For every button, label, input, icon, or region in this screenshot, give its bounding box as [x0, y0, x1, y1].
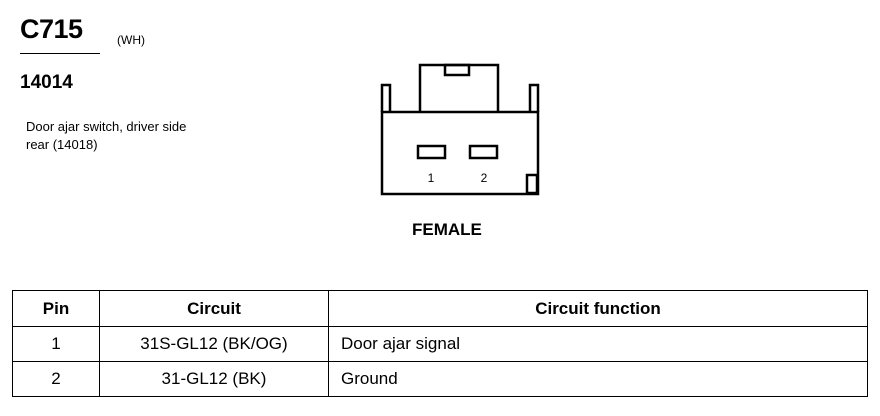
connector-color: (WH)	[117, 33, 145, 47]
header-pin: Pin	[12, 290, 100, 327]
polarization-key	[525, 173, 539, 195]
function-cell: Ground	[328, 361, 868, 397]
table-row: 2 31-GL12 (BK) Ground	[12, 361, 868, 397]
right-guide-rail	[528, 83, 540, 112]
function-cell: Door ajar signal	[328, 326, 868, 362]
table-header-row: Pin Circuit Circuit function	[12, 290, 868, 327]
description-line-1: Door ajar switch, driver side	[26, 119, 187, 134]
pin-table: Pin Circuit Circuit function 1 31S-GL12 …	[12, 290, 868, 397]
left-guide-rail	[380, 83, 392, 112]
connector-id: C715	[20, 14, 83, 44]
connector-face-diagram: 1 2	[380, 63, 540, 196]
pin-2-label: 2	[481, 171, 488, 185]
pin-2-cavity	[468, 144, 499, 160]
connector-gender: FEMALE	[412, 220, 482, 239]
pin-1-label: 1	[428, 171, 435, 185]
title-underline	[20, 53, 100, 54]
header-circuit-function: Circuit function	[328, 290, 868, 327]
pin-cell: 2	[12, 361, 100, 397]
pin-1-cavity	[416, 144, 447, 160]
circuit-cell: 31S-GL12 (BK/OG)	[99, 326, 329, 362]
connector-latch-housing	[418, 63, 500, 112]
table-row: 1 31S-GL12 (BK/OG) Door ajar signal	[12, 326, 868, 362]
pin-cell: 1	[12, 326, 100, 362]
description-line-2: rear (14018)	[26, 137, 98, 152]
connector-description: Door ajar switch, driver side rear (1401…	[26, 118, 256, 154]
circuit-cell: 31-GL12 (BK)	[99, 361, 329, 397]
connector-body	[380, 110, 540, 196]
connector-latch-tab	[443, 63, 471, 77]
header-circuit: Circuit	[99, 290, 329, 327]
part-number: 14014	[20, 72, 73, 93]
